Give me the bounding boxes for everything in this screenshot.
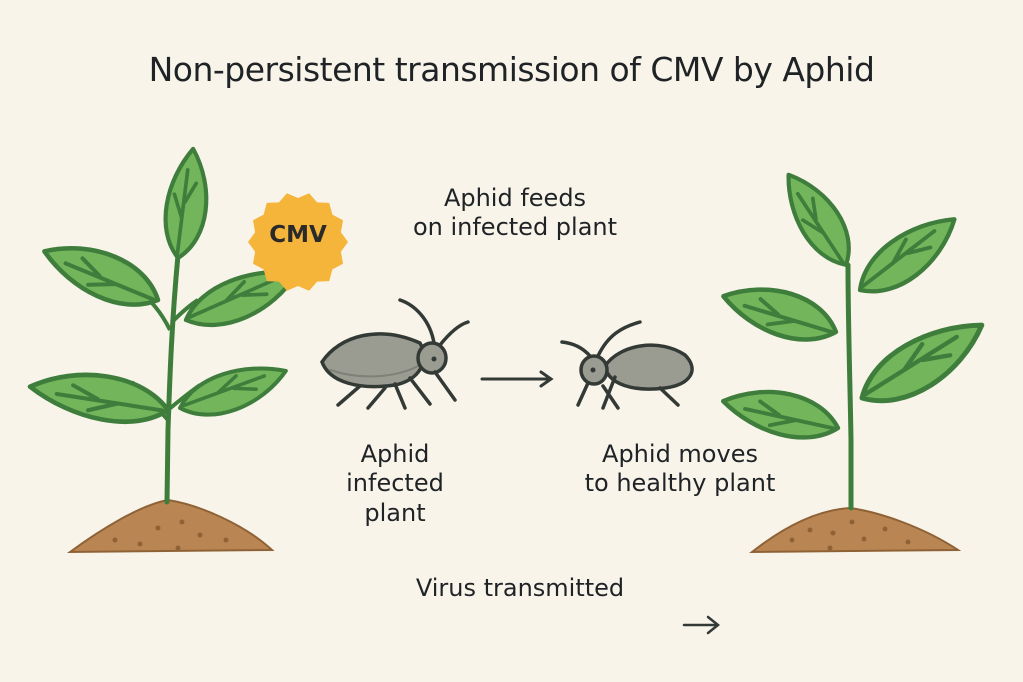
aphid-moving [560,320,694,410]
step-feeds-label: Aphid feeds on infected plant [412,184,618,242]
leaf [850,317,996,411]
leaf [40,220,166,327]
step-moves-label: Aphid moves to healthy plant [584,440,776,498]
leaf [719,263,842,361]
healthy-plant [719,163,996,554]
cmv-badge-label: CMV [269,222,327,248]
leaf [27,351,172,442]
stem-left [164,252,181,505]
leaf [846,212,969,301]
aphid-feeding [320,298,470,410]
cmv-virus-badge-icon [248,193,348,291]
leaf [149,146,226,262]
stem-right [845,262,854,511]
step-infected-label: Aphid infected plant [346,440,444,527]
right-arrow-icon [480,370,554,388]
infected-plant [27,146,304,554]
diagram-title: Non-persistent transmission of CMV by Ap… [148,50,875,89]
right-arrow-icon [682,615,721,635]
soil-mound-right [749,506,962,554]
soil-mound-left [66,498,275,554]
leaf [781,163,857,276]
soil-dots-left [112,519,229,551]
leaf [173,361,293,422]
step-transmitted-label: Virus transmitted [415,574,625,602]
soil-dots-right [789,519,911,551]
